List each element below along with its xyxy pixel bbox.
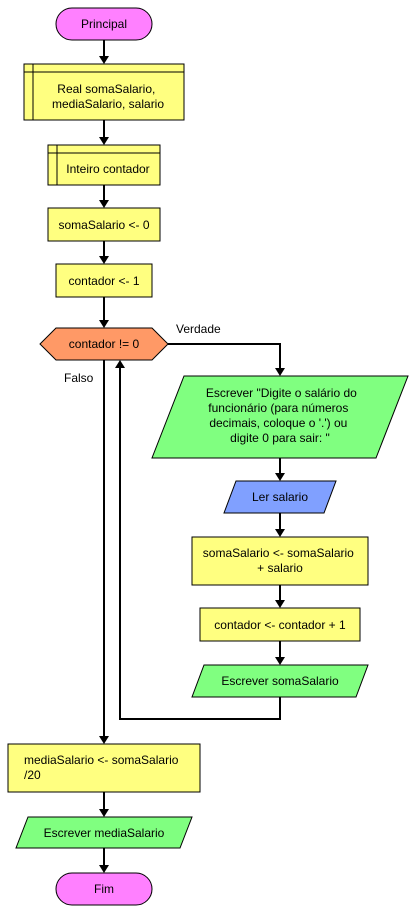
process-shape [47, 207, 161, 242]
node-write-prompt: Escrever "Digite o salário do funcionári… [151, 375, 409, 459]
node-label: contador <- 1 [68, 274, 139, 288]
node-label: somaSalario <- somaSalario + salario [203, 546, 357, 575]
node-label: mediaSalario <- somaSalario /20 [24, 753, 182, 782]
edge-label-true: Verdade [176, 322, 221, 336]
node-label: contador != 0 [69, 337, 140, 351]
node-label: Principal [81, 17, 127, 31]
output-shape [151, 375, 409, 459]
node-label: Inteiro contador [66, 162, 149, 176]
arrowhead [275, 473, 285, 481]
arrowhead [99, 809, 109, 817]
node-label: Real somaSalario, mediaSalario, salario [52, 82, 164, 111]
label-line: mediaSalario <- somaSalario [24, 753, 179, 767]
node-label: contador <- contador + 1 [214, 618, 346, 632]
arrowhead [115, 360, 125, 368]
terminal-shape [55, 7, 153, 41]
node-label: Escrever somaSalario [221, 674, 339, 688]
node-init-cont: contador <- 1 [55, 263, 153, 298]
node-read-salario: Ler salario [223, 480, 337, 514]
process-shape [199, 607, 361, 642]
arrowhead [275, 529, 285, 537]
process-shape [191, 536, 369, 586]
input-shape [223, 480, 337, 514]
arrowhead [99, 320, 109, 328]
node-increment: contador <- contador + 1 [199, 607, 361, 642]
terminal-shape [55, 872, 153, 906]
edge-loop-back [119, 367, 281, 720]
decision-shape [39, 327, 169, 361]
node-write-media: Escrever mediaSalario [15, 816, 193, 849]
node-label: Fim [94, 882, 114, 896]
node-end: Fim [55, 872, 153, 906]
node-write-soma: Escrever somaSalario [191, 664, 369, 698]
node-decl-real: Real somaSalario, mediaSalario, salario [23, 63, 185, 121]
arrowhead [275, 600, 285, 608]
node-init-soma: somaSalario <- 0 [47, 207, 161, 242]
node-decl-int: Inteiro contador [47, 144, 161, 186]
node-accumulate: somaSalario <- somaSalario + salario [191, 536, 369, 586]
edge-label-false: Falso [64, 371, 94, 385]
node-average: mediaSalario <- somaSalario /20 [7, 743, 201, 793]
node-condition: contador != 0 [39, 327, 169, 361]
edge-condition-true [168, 343, 281, 369]
label-line: + salario [257, 561, 303, 575]
arrowhead [99, 56, 109, 64]
process-shape [7, 743, 201, 793]
arrowhead [99, 736, 109, 744]
arrowhead [99, 865, 109, 873]
label-line: Escrever "Digite o salário do [206, 386, 357, 400]
node-label: Escrever mediaSalario [44, 826, 165, 840]
arrowhead [99, 200, 109, 208]
label-line: /20 [24, 768, 41, 782]
label-line: Real somaSalario, [57, 82, 155, 96]
declaration-shape [23, 63, 185, 121]
output-shape [191, 664, 369, 698]
output-shape [15, 816, 193, 849]
declaration-shape [47, 144, 161, 186]
label-line: mediaSalario, salario [52, 97, 164, 111]
label-line: funcionário (para números [208, 401, 348, 415]
label-line: somaSalario <- somaSalario [203, 546, 354, 560]
label-line: decimais, coloque o '.') ou [209, 416, 347, 430]
node-label: Ler salario [252, 490, 308, 504]
arrowhead [275, 657, 285, 665]
arrowhead [275, 368, 285, 376]
edges [99, 40, 285, 873]
process-shape [55, 263, 153, 298]
node-start: Principal [55, 7, 153, 41]
node-label: somaSalario <- 0 [58, 218, 149, 232]
arrowhead [99, 256, 109, 264]
arrowhead [99, 137, 109, 145]
node-label: Escrever "Digite o salário do funcionári… [206, 386, 360, 445]
label-line: digite 0 para sair: " [230, 431, 330, 445]
